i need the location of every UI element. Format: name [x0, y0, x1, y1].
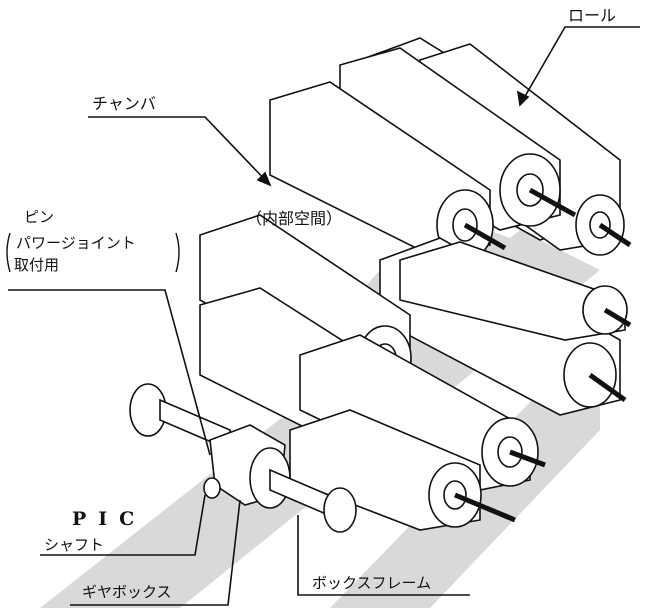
roll-arrowhead: [516, 90, 530, 107]
inner-space-label: （内部空間）: [246, 209, 343, 228]
roll-group-lower: [199, 214, 632, 531]
shaft-end: [203, 477, 221, 499]
chamber-leader: [88, 116, 271, 186]
gearbox-leader: [70, 499, 241, 606]
roll-leader: [519, 26, 640, 106]
pin-label: ピン: [24, 208, 55, 226]
roll-group-upper: [269, 37, 632, 261]
pin-note-brackets: [6, 232, 180, 273]
box-frame-leader: [297, 515, 470, 596]
roll: [299, 334, 546, 493]
pin-note-line2: 取付用: [14, 256, 60, 274]
box-frame-disc: [323, 487, 357, 533]
roll: [269, 81, 507, 261]
chamber-label: チャンバ: [92, 94, 156, 113]
shaft-label: シャフト: [44, 536, 105, 554]
pic-label: PIC: [72, 508, 147, 530]
pin-note-line1: パワージョイント: [16, 234, 136, 252]
roll-label: ロール: [568, 6, 617, 25]
roll: [399, 241, 632, 341]
chamber-arrowhead: [256, 171, 272, 187]
pin-leader: [8, 289, 211, 456]
leader-lines: [8, 26, 640, 606]
box-frame-label: ボックスフレーム: [312, 574, 432, 592]
gearbox-label: ギヤボックス: [82, 583, 172, 601]
pic-shaft-leader: [40, 494, 206, 556]
box-frame-assembly: [129, 383, 357, 533]
